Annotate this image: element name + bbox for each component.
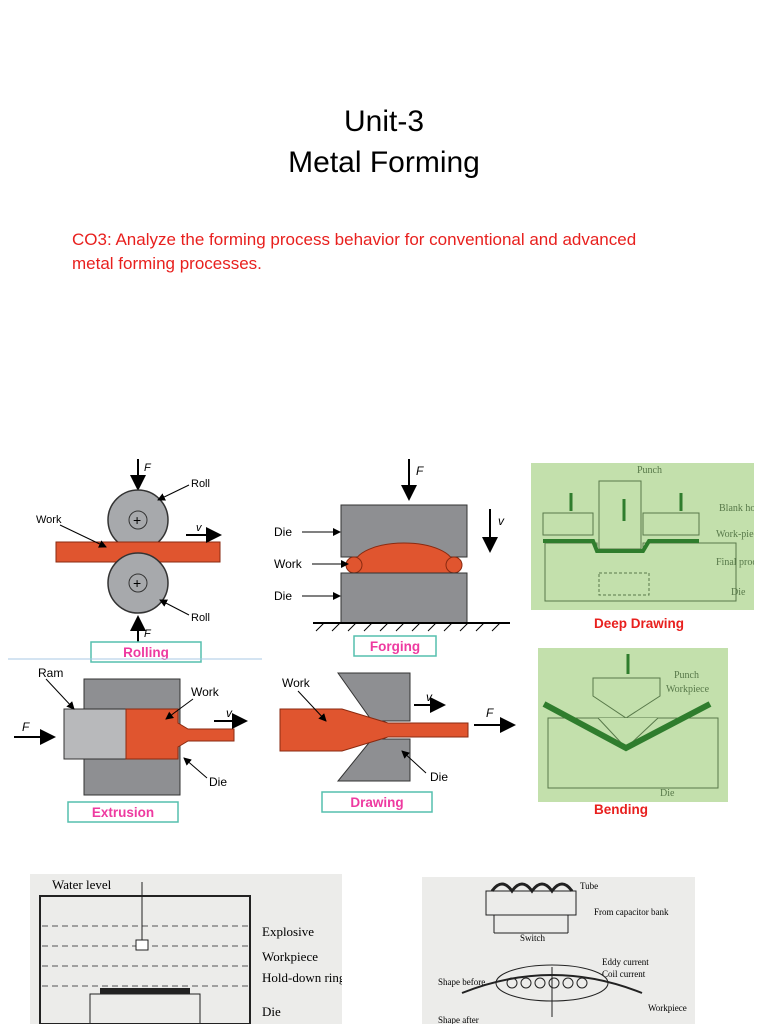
em-shape-before-label: Shape before <box>438 977 485 987</box>
rolling-roll-label-bottom: Roll <box>191 612 210 624</box>
rolling-force-top: F <box>144 462 152 474</box>
dd-blank-holder-label: Blank holder <box>719 503 754 514</box>
bend-workpiece-label: Workpiece <box>666 684 710 695</box>
extrusion-work-label: Work <box>191 685 220 699</box>
forging-caption: Forging <box>370 639 420 654</box>
course-objective: CO3: Analyze the forming process behavio… <box>72 230 637 273</box>
drawing-caption: Drawing <box>350 795 403 810</box>
bend-die-label: Die <box>660 788 675 799</box>
drawing-die-label: Die <box>430 770 448 784</box>
svg-text:+: + <box>133 512 141 528</box>
em-shape-after-label: Shape after <box>438 1015 479 1024</box>
explosive-workpiece-label: Workpiece <box>262 949 318 964</box>
em-tube-label: Tube <box>580 881 598 891</box>
em-coil-label: Coil current <box>602 969 646 979</box>
drawing-diagram: Work v F Die Drawing <box>268 665 522 823</box>
em-workpiece-label: Workpiece <box>648 1003 687 1013</box>
svg-text:v: v <box>426 690 433 704</box>
extrusion-diagram: Ram Work F v Die Extrusion <box>8 665 262 825</box>
svg-text:F: F <box>486 706 494 720</box>
dd-workpiece-label: Work-piece <box>716 529 754 540</box>
electromagnetic-forming-diagram: Tube From capacitor bank Switch Eddy cur… <box>422 877 695 1024</box>
em-eddy-label: Eddy current <box>602 957 649 967</box>
rolling-diagram: F + + Roll Work v Roll F Rolling <box>8 455 262 665</box>
svg-text:F: F <box>416 464 424 478</box>
explosive-holddown-label: Hold-down ring <box>262 970 342 985</box>
svg-text:+: + <box>133 575 141 591</box>
drawing-die-bottom <box>336 738 411 782</box>
explosive-label: Explosive <box>262 924 314 939</box>
extrusion-caption: Extrusion <box>92 805 154 820</box>
extrusion-ram <box>63 708 127 760</box>
dd-final-product-label: Final product <box>716 557 754 568</box>
forging-die-bottom <box>340 572 468 624</box>
bending-diagram: Punch Workpiece Die <box>538 648 728 802</box>
drawing-die-top <box>337 672 411 722</box>
rolling-roll-label-top: Roll <box>191 478 210 490</box>
rolling-caption: Rolling <box>123 645 169 660</box>
drawing-work-label: Work <box>282 676 311 690</box>
explosive-water-level: Water level <box>52 877 112 892</box>
deep-drawing-caption: Deep Drawing <box>594 616 685 631</box>
dd-punch-label: Punch <box>637 465 662 476</box>
extrusion-ram-label: Ram <box>38 666 63 680</box>
svg-text:v: v <box>226 706 233 720</box>
bending-caption: Bending <box>594 802 648 817</box>
unit-title: Unit-3 <box>343 105 425 138</box>
svg-text:v: v <box>498 514 505 528</box>
extrusion-die-label: Die <box>209 775 227 789</box>
svg-text:F: F <box>144 628 152 640</box>
forging-diagram: F v Die Work Die Forging <box>268 455 522 660</box>
extrusion-work <box>125 708 235 760</box>
bend-punch-label: Punch <box>674 670 699 681</box>
dd-die-label: Die <box>731 587 746 598</box>
em-capacitor-label: From capacitor bank <box>594 907 669 917</box>
rolling-work-label: Work <box>36 514 62 526</box>
explosive-forming-diagram: Water level Explosive Workpiece Hold-dow… <box>30 874 342 1024</box>
topic-title: Metal Forming <box>288 146 480 179</box>
forging-work-label: Work <box>274 557 303 571</box>
explosive-die-label: Die <box>262 1004 281 1019</box>
em-switch-label: Switch <box>520 933 546 943</box>
forging-die-label-top: Die <box>274 525 292 539</box>
deep-drawing-diagram: Punch Blank holder Work-piece Final prod… <box>531 463 754 610</box>
drawing-work <box>279 708 469 752</box>
svg-text:F: F <box>22 720 30 734</box>
svg-text:v: v <box>196 522 203 534</box>
forging-die-label-bottom: Die <box>274 589 292 603</box>
